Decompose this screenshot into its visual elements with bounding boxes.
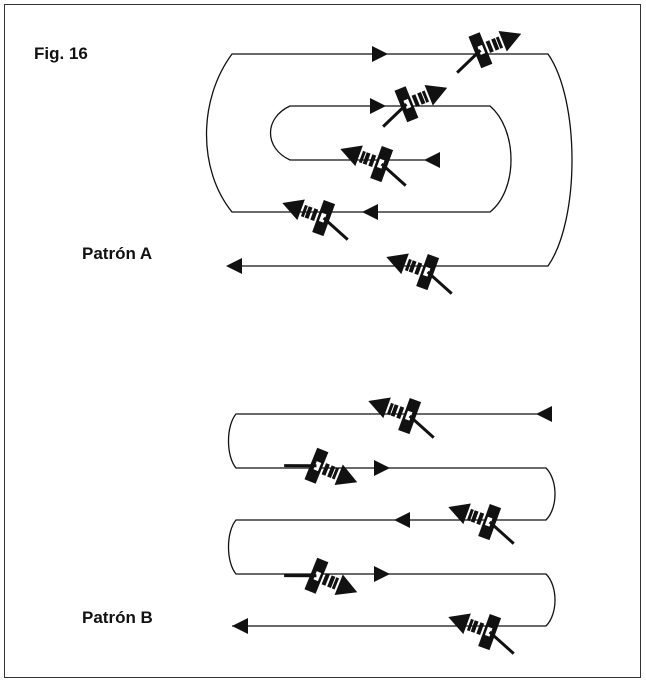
flow-arrow-icon: [374, 460, 390, 476]
spray-gun-icon: [440, 599, 526, 660]
flow-arrow-icon: [362, 204, 378, 220]
spray-gun-icon: [378, 239, 464, 300]
spray-gun-icon: [280, 547, 366, 610]
flow-arrow-icon: [226, 258, 242, 274]
figure-label: Fig. 16: [34, 44, 88, 63]
pattern-a-label: Patrón A: [82, 244, 153, 263]
flow-arrow-icon: [232, 618, 248, 634]
pattern-b-arrows: [232, 406, 552, 634]
pattern-b-path: [227, 413, 556, 627]
flow-arrow-icon: [536, 406, 552, 422]
spray-gun-icon: [444, 16, 530, 79]
pattern-a-arrows: [226, 46, 440, 274]
flow-arrow-icon: [424, 152, 440, 168]
spray-gun-icon: [370, 70, 456, 133]
spray-gun-icon: [274, 185, 360, 246]
pattern-b-label: Patrón B: [82, 608, 153, 627]
flow-arrow-icon: [370, 98, 386, 114]
flow-arrow-icon: [374, 566, 390, 582]
spray-gun-icon: [332, 131, 418, 192]
pattern-a-path: [205, 53, 573, 267]
pattern-a-guns: [274, 16, 530, 300]
flow-arrow-icon: [394, 512, 410, 528]
flow-arrow-icon: [372, 46, 388, 62]
